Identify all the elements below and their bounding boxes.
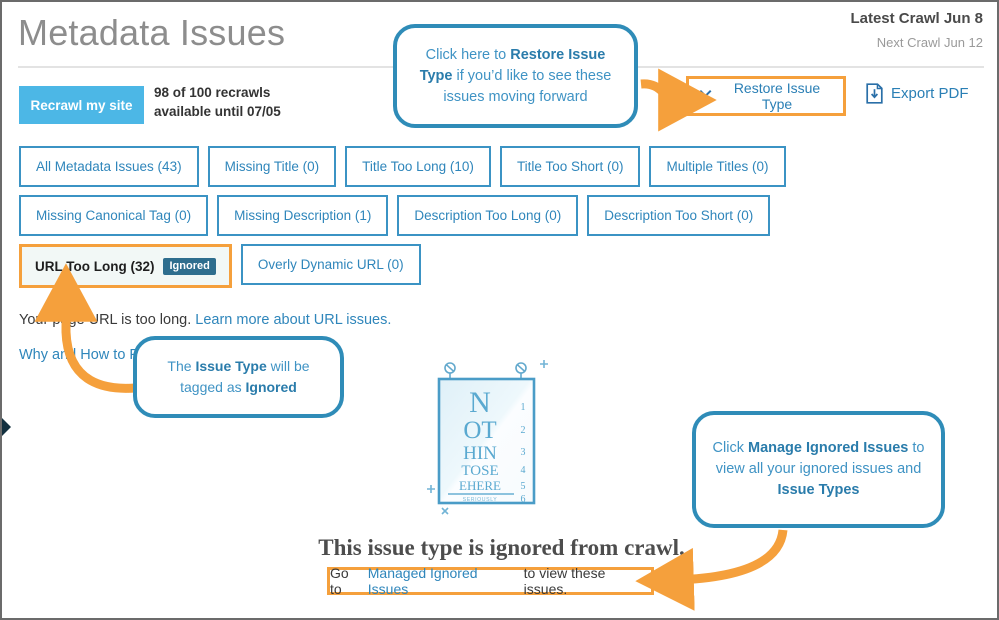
export-pdf-label: Export PDF	[891, 85, 969, 102]
tab-overly-dynamic-url[interactable]: Overly Dynamic URL (0)	[240, 244, 421, 285]
note-suffix: to view these issues.	[523, 565, 606, 597]
svg-text:4: 4	[521, 465, 526, 476]
next-crawl-label: Next Crawl Jun 12	[876, 35, 983, 50]
tab-title-too-long[interactable]: Title Too Long (10)	[345, 146, 491, 187]
restore-issue-type-label: Restore Issue Type	[733, 80, 821, 112]
callout-restore-p1: Click here to	[425, 46, 511, 63]
tab-url-too-long-active[interactable]: URL Too Long (32) Ignored	[19, 244, 232, 288]
tab-missing-description[interactable]: Missing Description (1)	[217, 195, 389, 236]
status-badge-ignored: Ignored	[163, 257, 216, 275]
recrawl-quota-line-1: 98 of 100 recrawls	[154, 85, 271, 100]
svg-text:EHERE: EHERE	[459, 478, 501, 493]
callout-manage-b2: Issue Types	[777, 482, 860, 498]
why-and-how-to-fix-link[interactable]: Why and How to F	[19, 347, 139, 363]
callout-restore-b1: Restore Issue Type	[419, 46, 606, 84]
restore-issue-type-button[interactable]: Restore Issue Type	[692, 80, 840, 112]
callout-manage-b1: Manage Ignored Issues	[747, 440, 909, 456]
callout-restore-p2: if you’d like to see these issues moving…	[443, 67, 612, 105]
tab-description-too-long[interactable]: Description Too Long (0)	[397, 195, 579, 236]
svg-text:5: 5	[521, 481, 526, 492]
issue-description: Your page URL is too long. Learn more ab…	[19, 312, 391, 328]
callout-ignored-b1: Issue Type	[195, 358, 267, 374]
managed-ignored-issues-note: Go to Managed Ignored Issues to view the…	[327, 565, 654, 597]
svg-text:1: 1	[521, 402, 526, 413]
callout-restore-issue-type: Click here to Restore Issue Type if you’…	[393, 24, 638, 128]
issue-type-tabs: All Metadata Issues (43) Missing Title (…	[19, 146, 979, 296]
empty-state-title: This issue type is ignored from crawl.	[318, 535, 685, 560]
tab-all-metadata-issues[interactable]: All Metadata Issues (43)	[19, 146, 199, 187]
callout-manage-p2: to view all your ignored issues and	[715, 440, 925, 477]
issue-type-tab-row-3: URL Too Long (32) Ignored Overly Dynamic…	[19, 244, 979, 288]
tab-missing-title[interactable]: Missing Title (0)	[207, 146, 337, 187]
export-pdf-button[interactable]: Export PDF	[860, 82, 975, 105]
latest-crawl-label: Latest Crawl Jun 8	[850, 10, 983, 27]
recrawl-my-site-button[interactable]: Recrawl my site	[19, 86, 144, 124]
svg-text:SERIOUSLY: SERIOUSLY	[463, 497, 498, 503]
svg-text:N: N	[469, 386, 491, 419]
eye-chart-illustration: N OT HIN TOSE EHERE SERIOUSLY 1 2 3 4 5 …	[422, 360, 552, 515]
tab-multiple-titles[interactable]: Multiple Titles (0)	[649, 146, 786, 187]
learn-more-url-issues-link[interactable]: Learn more about URL issues.	[195, 312, 392, 328]
svg-text:TOSE: TOSE	[461, 463, 498, 479]
callout-ignored-p2: will be tagged as	[180, 358, 310, 395]
callout-ignored-b2: Ignored	[245, 379, 297, 395]
recrawl-quota-line-2: available until 07/05	[154, 104, 281, 119]
tab-title-too-short[interactable]: Title Too Short (0)	[499, 146, 641, 187]
managed-ignored-issues-link[interactable]: Managed Ignored Issues	[367, 565, 478, 597]
callout-ignored-p1: The	[167, 358, 196, 374]
svg-text:6: 6	[521, 494, 526, 505]
tab-description-too-short[interactable]: Description Too Short (0)	[587, 195, 771, 236]
tab-missing-canonical-tag[interactable]: Missing Canonical Tag (0)	[19, 195, 209, 236]
svg-text:3: 3	[521, 447, 526, 458]
tab-url-too-long-label: URL Too Long (32)	[35, 258, 155, 274]
callout-manage-ignored-issues: Click Manage Ignored Issues to view all …	[692, 411, 945, 528]
left-edge-triangle-marker	[2, 418, 11, 436]
callout-manage-p1: Click	[712, 440, 748, 456]
issue-description-text: Your page URL is too long.	[19, 312, 192, 328]
document-download-icon	[866, 83, 883, 104]
svg-text:HIN: HIN	[463, 443, 497, 464]
recrawl-quota-text: 98 of 100 recrawls available until 07/05	[154, 83, 324, 121]
page-title: Metadata Issues	[18, 12, 286, 53]
issue-type-tab-row-2: Missing Canonical Tag (0) Missing Descri…	[19, 195, 979, 236]
callout-issue-type-ignored: The Issue Type will be tagged as Ignored	[133, 336, 344, 418]
close-x-icon	[698, 89, 713, 104]
svg-text:OT: OT	[463, 417, 496, 444]
note-prefix: Go to	[330, 565, 349, 597]
svg-text:2: 2	[521, 425, 526, 436]
issue-type-tab-row-1: All Metadata Issues (43) Missing Title (…	[19, 146, 979, 187]
